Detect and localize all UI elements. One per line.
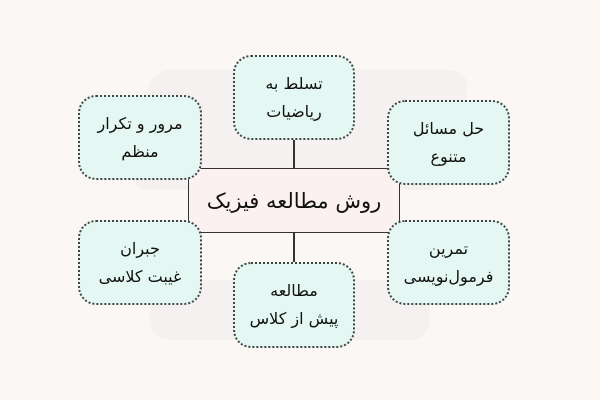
node-line: ریاضیات — [266, 101, 322, 121]
node-line: متنوع — [430, 146, 467, 166]
node-line: مرور و تکرار — [97, 113, 183, 133]
node-line: مطالعه — [270, 281, 318, 300]
node-regular-review: مرور و تکرار منظم — [78, 95, 202, 180]
node-line: فرمول‌نویسی — [403, 266, 494, 286]
node-math-mastery: تسلط به ریاضیات — [233, 55, 355, 140]
central-topic: روش مطالعه فیزیک — [188, 168, 400, 233]
node-make-up-absence: جبران غیبت کلاسی — [78, 220, 202, 305]
node-formula-writing: تمرین فرمول‌نویسی — [387, 220, 510, 305]
connector-bottom — [293, 233, 295, 262]
node-line: تسلط به — [265, 73, 323, 93]
node-line: غیبت کلاسی — [98, 266, 182, 286]
node-line: منظم — [121, 141, 159, 161]
node-line: پیش از کلاس — [249, 309, 339, 328]
central-topic-label: روش مطالعه فیزیک — [206, 188, 382, 213]
node-pre-class-study: مطالعه پیش از کلاس — [233, 262, 355, 348]
connector-top — [293, 140, 295, 168]
node-line: حل مسائل — [412, 118, 485, 138]
node-line: جبران — [120, 238, 160, 258]
node-varied-problems: حل مسائل متنوع — [387, 100, 510, 185]
node-line: تمرین — [428, 238, 469, 258]
